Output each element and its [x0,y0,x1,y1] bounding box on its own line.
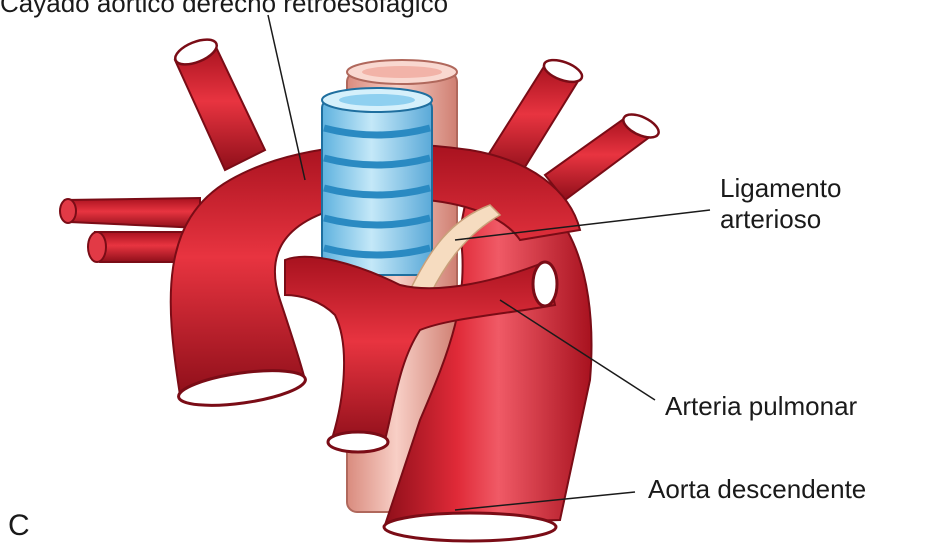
panel-label: C [8,509,30,542]
ligament-label-line2: arterioso [720,204,821,234]
arch-branch-right-lower [545,110,662,200]
top-cut-label: Cayado aórtico derecho retroesofágico [0,0,448,18]
trachea [322,88,432,275]
descending-label: Aorta descendente [648,474,866,504]
arch-branch-left-lower [60,198,200,228]
arch-branch-left-upper [172,34,265,170]
ligament-label-line1: Ligamento [720,173,841,203]
leader-top [268,15,305,180]
pulmonary-label: Arteria pulmonar [665,391,858,421]
